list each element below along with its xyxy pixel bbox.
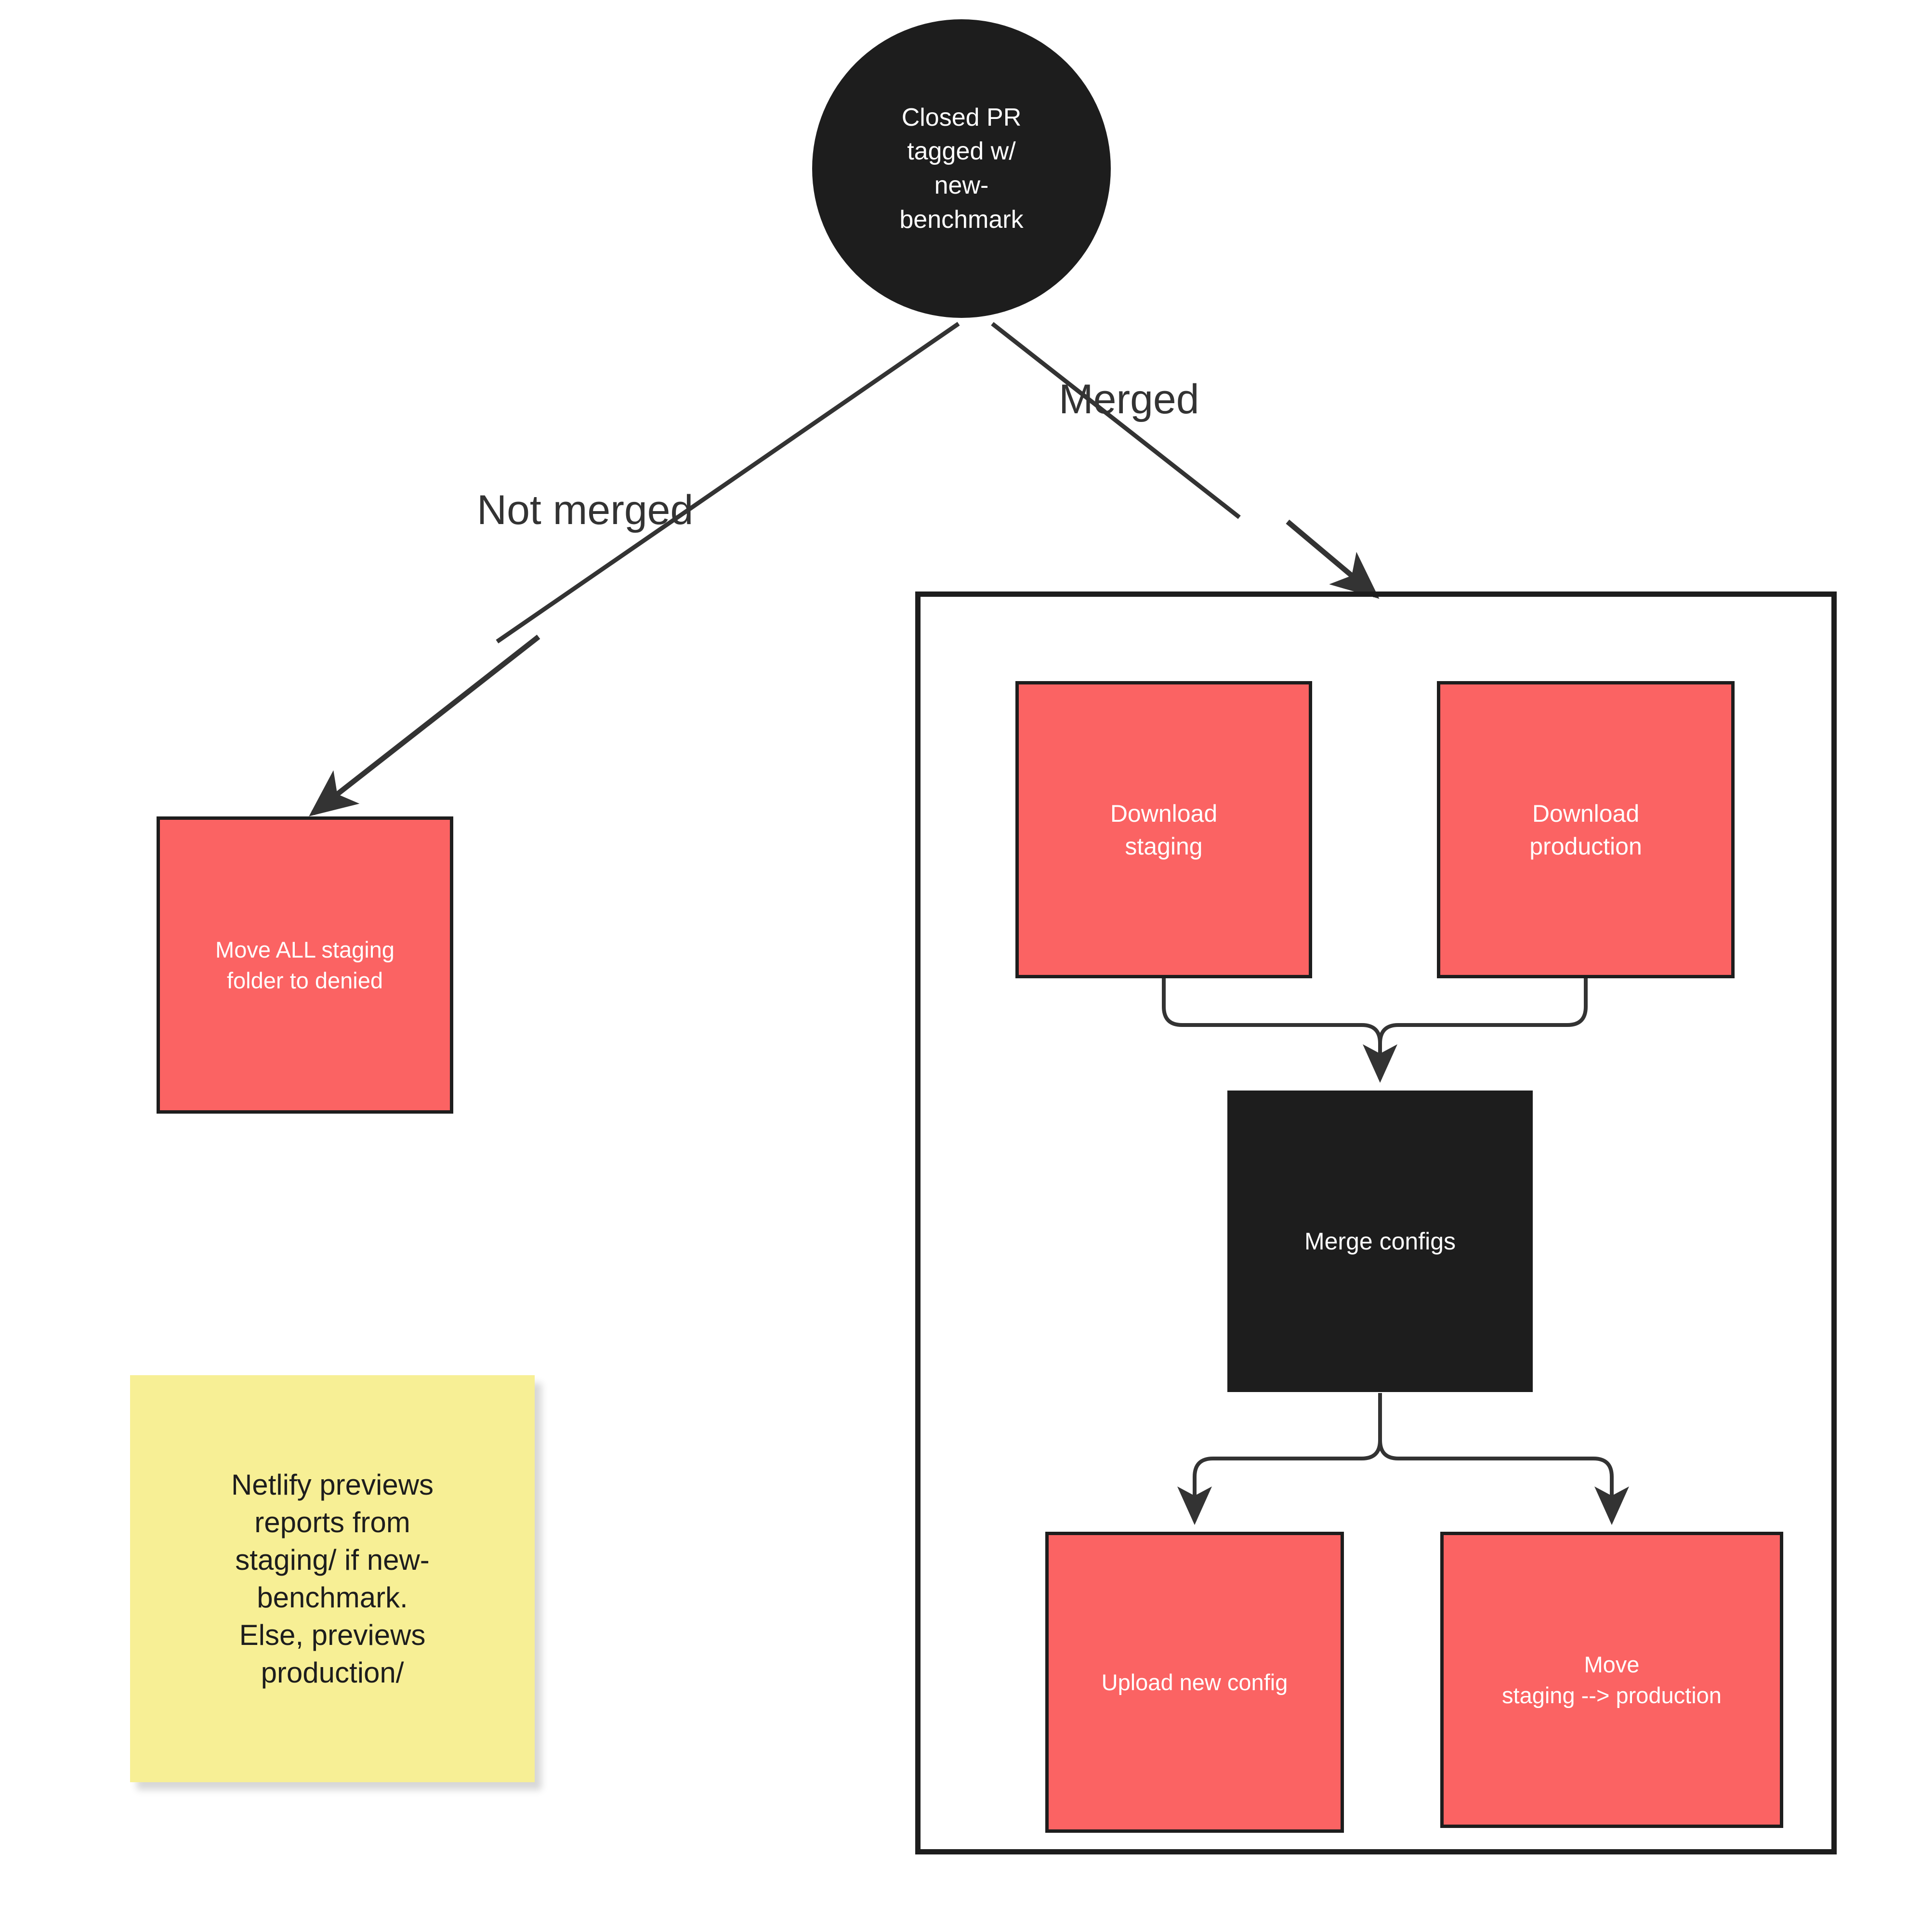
edge-not-merged xyxy=(496,322,960,644)
node-upload-new-config-label: Upload new config xyxy=(1101,1669,1288,1695)
edge-label-merged: Merged xyxy=(1059,376,1199,422)
node-move-all-staging-to-denied-label: Move ALL staging folder to denied xyxy=(215,936,395,993)
edge-label-not-merged: Not merged xyxy=(477,487,694,533)
node-merge-configs[interactable]: Merge configs xyxy=(1227,1091,1533,1392)
node-download-production-label: Download production xyxy=(1529,800,1642,860)
node-merge-configs-label: Merge configs xyxy=(1304,1228,1456,1255)
node-move-staging-to-production-label: Move staging --> production xyxy=(1502,1651,1722,1708)
edge-to-move-denied xyxy=(309,634,540,816)
node-download-staging[interactable]: Download staging xyxy=(1015,681,1312,978)
node-download-staging-label: Download staging xyxy=(1110,800,1218,860)
node-closed-pr-label: Closed PR tagged w/ new- benchmark xyxy=(899,103,1024,234)
sticky-note-netlify-previews[interactable]: Netlify previews reports from staging/ i… xyxy=(130,1375,535,1782)
edge-to-group xyxy=(1286,519,1380,599)
sticky-note-text: Netlify previews reports from staging/ i… xyxy=(231,1468,434,1689)
node-move-staging-to-production[interactable]: Move staging --> production xyxy=(1440,1532,1783,1828)
node-upload-new-config[interactable]: Upload new config xyxy=(1045,1532,1344,1833)
node-download-production[interactable]: Download production xyxy=(1437,681,1735,978)
merged-branch-group xyxy=(915,591,1837,1854)
node-move-all-staging-to-denied[interactable]: Move ALL staging folder to denied xyxy=(157,816,453,1114)
node-closed-pr[interactable]: Closed PR tagged w/ new- benchmark xyxy=(812,19,1111,318)
